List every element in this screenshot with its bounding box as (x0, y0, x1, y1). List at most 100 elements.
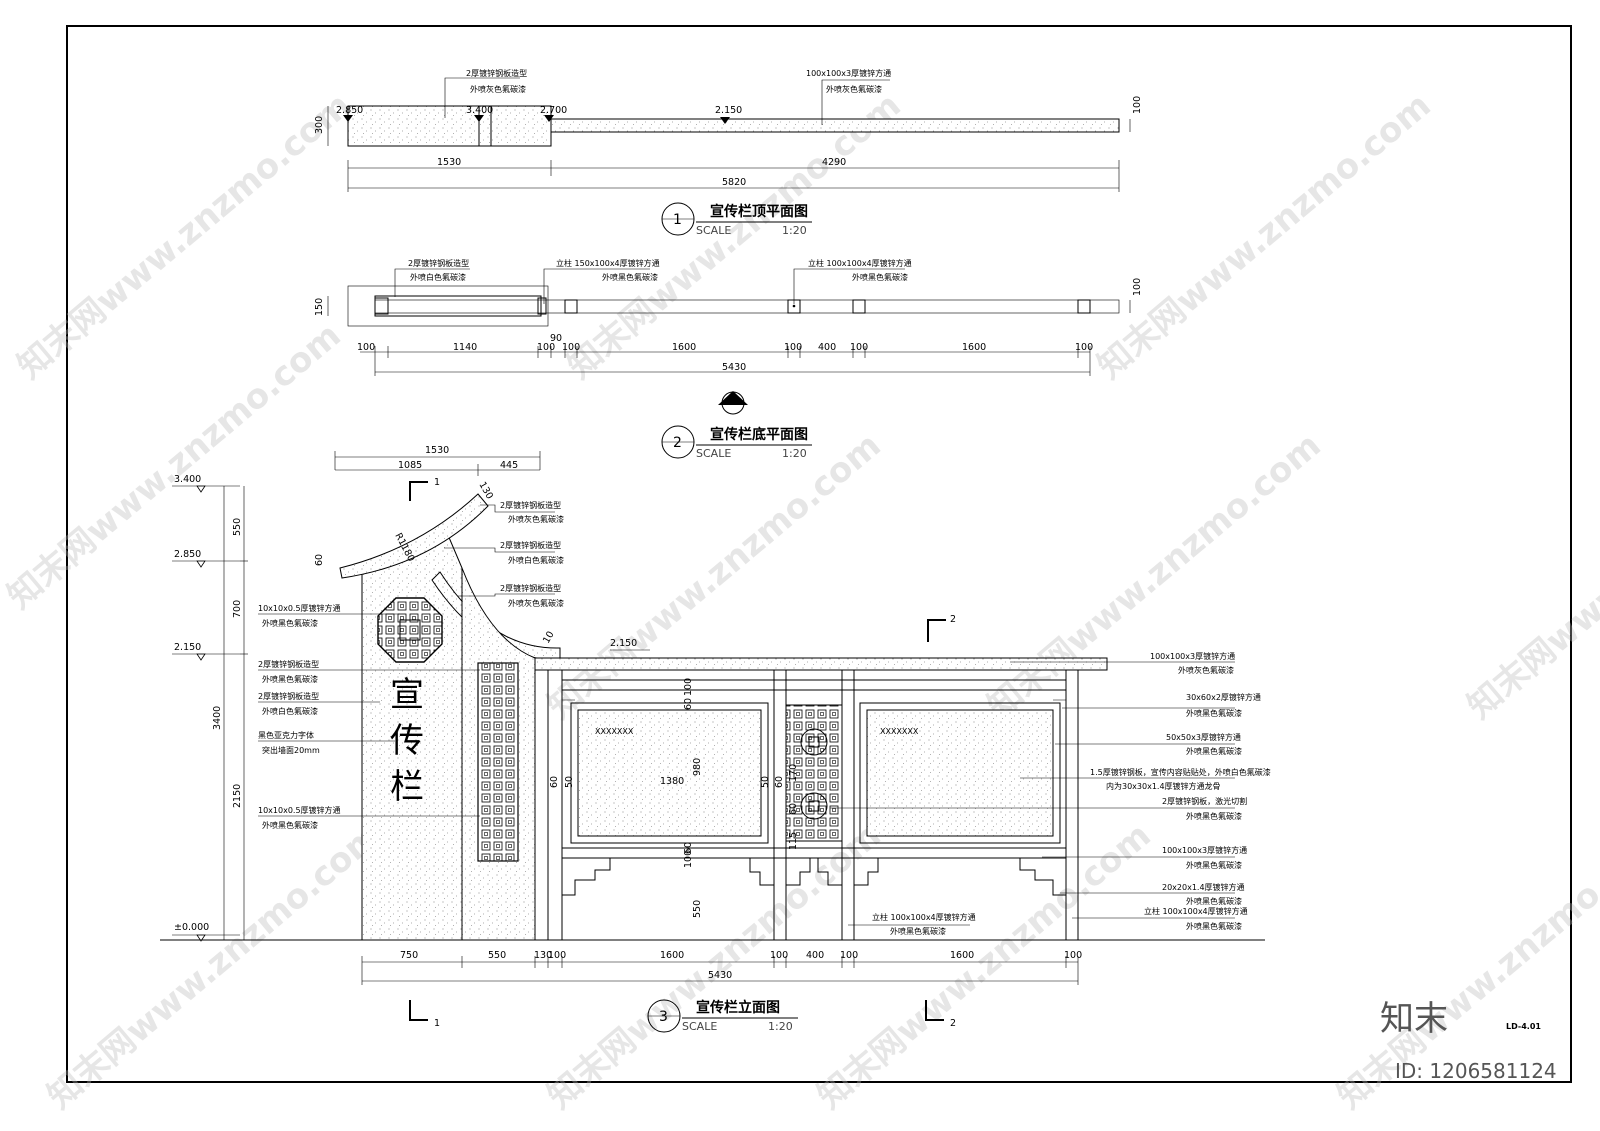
svg-text:1600: 1600 (672, 342, 696, 353)
bottom-plan-view: 2厚镀锌钢板造型 外喷白色氟碳漆 立柱 150x100x4厚镀锌方通 外喷黑色氟… (314, 258, 1143, 460)
svg-text:60: 60 (683, 698, 694, 710)
svg-text:550: 550 (692, 900, 703, 918)
svg-text:外喷黑色氟碳漆: 外喷黑色氟碳漆 (602, 272, 658, 282)
svg-text:3: 3 (659, 1009, 668, 1025)
svg-text:445: 445 (500, 460, 518, 471)
svg-text:30x60x2厚镀锌方通: 30x60x2厚镀锌方通 (1186, 692, 1261, 702)
svg-text:1085: 1085 (398, 460, 422, 471)
svg-text:100: 100 (850, 342, 868, 353)
svg-text:2厚镀锌钢板，激光切割: 2厚镀锌钢板，激光切割 (1162, 796, 1247, 806)
svg-text:2厚镀锌钢板造型: 2厚镀锌钢板造型 (466, 68, 527, 78)
svg-text:100: 100 (548, 950, 566, 961)
lattice-strip (477, 662, 519, 862)
svg-text:外喷黑色氟碳漆: 外喷黑色氟碳漆 (890, 926, 946, 936)
svg-text:外喷灰色氟碳漆: 外喷灰色氟碳漆 (508, 514, 564, 524)
svg-text:100: 100 (840, 950, 858, 961)
svg-text:400: 400 (818, 342, 836, 353)
svg-text:300: 300 (314, 116, 325, 134)
svg-text:1:20: 1:20 (782, 447, 807, 460)
svg-text:外喷灰色氟碳漆: 外喷灰色氟碳漆 (508, 598, 564, 608)
svg-text:1530: 1530 (425, 445, 449, 456)
svg-text:100x100x3厚镀锌方通: 100x100x3厚镀锌方通 (1162, 845, 1247, 855)
svg-text:10: 10 (541, 630, 557, 646)
svg-text:2.850: 2.850 (174, 549, 201, 560)
svg-text:2.700: 2.700 (540, 105, 567, 116)
svg-text:115: 115 (788, 832, 799, 850)
svg-text:外喷黑色氟碳漆: 外喷黑色氟碳漆 (1186, 708, 1242, 718)
svg-text:100: 100 (537, 342, 555, 353)
svg-text:100: 100 (683, 678, 694, 696)
svg-text:2.150: 2.150 (715, 105, 742, 116)
svg-text:100: 100 (357, 342, 375, 353)
svg-text:1: 1 (434, 477, 440, 488)
svg-text:2150: 2150 (232, 784, 243, 808)
top-plan-view: 2.850 3.400 2.700 2.150 2厚镀锌钢板造型 外喷灰色氟碳漆… (314, 68, 1143, 237)
svg-text:2.150: 2.150 (610, 638, 637, 649)
svg-text:100: 100 (683, 850, 694, 868)
svg-text:外喷黑色氟碳漆: 外喷黑色氟碳漆 (262, 674, 318, 684)
svg-text:外喷黑色氟碳漆: 外喷黑色氟碳漆 (262, 820, 318, 830)
svg-text:XXXXXXX: XXXXXXX (880, 727, 919, 736)
svg-text:立柱 100x100x4厚镀锌方通: 立柱 100x100x4厚镀锌方通 (872, 912, 976, 922)
svg-text:外喷黑色氟碳漆: 外喷黑色氟碳漆 (1186, 921, 1242, 931)
svg-text:550: 550 (488, 950, 506, 961)
svg-text:90: 90 (550, 333, 562, 344)
svg-text:3: 3 (729, 394, 735, 405)
svg-text:100: 100 (1075, 342, 1093, 353)
svg-text:2: 2 (950, 1018, 956, 1029)
svg-text:宣传栏顶平面图: 宣传栏顶平面图 (710, 203, 808, 220)
svg-text:外喷黑色氟碳漆: 外喷黑色氟碳漆 (1186, 746, 1242, 756)
svg-text:980: 980 (692, 758, 703, 776)
svg-text:3.400: 3.400 (174, 474, 201, 485)
svg-text:1: 1 (673, 212, 682, 228)
svg-text:外喷黑色氟碳漆: 外喷黑色氟碳漆 (1186, 811, 1242, 821)
svg-text:2: 2 (673, 435, 682, 451)
brand-logo: 知末 (1380, 999, 1448, 1039)
svg-text:100x100x3厚镀锌方通: 100x100x3厚镀锌方通 (806, 68, 891, 78)
id-label: ID: 1206581124 (1395, 1059, 1557, 1083)
svg-text:突出墙面20mm: 突出墙面20mm (262, 745, 320, 755)
svg-text:10x10x0.5厚镀锌方通: 10x10x0.5厚镀锌方通 (258, 603, 341, 613)
svg-text:100: 100 (784, 342, 802, 353)
svg-text:100: 100 (770, 950, 788, 961)
svg-text:外喷黑色氟碳漆: 外喷黑色氟碳漆 (262, 618, 318, 628)
svg-text:2: 2 (950, 614, 956, 625)
svg-text:1530: 1530 (437, 157, 461, 168)
svg-text:外喷黑色氟碳漆: 外喷黑色氟碳漆 (1186, 896, 1242, 906)
svg-text:1:20: 1:20 (782, 224, 807, 237)
svg-text:2.150: 2.150 (174, 642, 201, 653)
svg-text:3400: 3400 (212, 706, 223, 730)
svg-text:外喷白色氟碳漆: 外喷白色氟碳漆 (262, 706, 318, 716)
svg-text:1600: 1600 (962, 342, 986, 353)
svg-text:外喷白色氟碳漆: 外喷白色氟碳漆 (508, 555, 564, 565)
drawing-number: LD-4.01 (1506, 1022, 1541, 1031)
svg-text:1: 1 (434, 1018, 440, 1029)
svg-text:700: 700 (232, 600, 243, 618)
svg-text:100x100x3厚镀锌方通: 100x100x3厚镀锌方通 (1150, 651, 1235, 661)
svg-text:立柱 150x100x4厚镀锌方通: 立柱 150x100x4厚镀锌方通 (556, 258, 660, 268)
svg-text:外喷黑色氟碳漆: 外喷黑色氟碳漆 (852, 272, 908, 282)
svg-text:100: 100 (1132, 278, 1143, 296)
svg-text:170: 170 (788, 764, 799, 782)
svg-text:±0.000: ±0.000 (174, 922, 209, 933)
center-lattice (785, 704, 843, 842)
svg-text:宣: 宣 (390, 675, 424, 715)
svg-text:50x50x3厚镀锌方通: 50x50x3厚镀锌方通 (1166, 732, 1241, 742)
svg-text:2厚镀锌钢板造型: 2厚镀锌钢板造型 (408, 258, 469, 268)
svg-text:100: 100 (1064, 950, 1082, 961)
svg-text:知末网www.znzmo.com: 知末网www.znzmo.com (40, 815, 389, 1117)
svg-text:1380: 1380 (660, 776, 684, 787)
svg-text:400: 400 (806, 950, 824, 961)
svg-text:SCALE: SCALE (682, 1020, 717, 1033)
svg-text:外喷灰色氟碳漆: 外喷灰色氟碳漆 (1178, 665, 1234, 675)
svg-text:内为30x30x1.4厚镀锌方通龙骨: 内为30x30x1.4厚镀锌方通龙骨 (1106, 781, 1221, 791)
svg-text:知末网www.znzmo.com: 知末网www.znzmo.com (1460, 425, 1600, 727)
svg-text:宣传栏立面图: 宣传栏立面图 (696, 999, 780, 1016)
svg-text:60: 60 (788, 803, 799, 815)
svg-text:5820: 5820 (722, 177, 746, 188)
svg-text:60: 60 (314, 554, 325, 566)
upper-roof (339, 493, 489, 579)
svg-text:外喷黑色氟碳漆: 外喷黑色氟碳漆 (1186, 860, 1242, 870)
svg-text:1600: 1600 (660, 950, 684, 961)
